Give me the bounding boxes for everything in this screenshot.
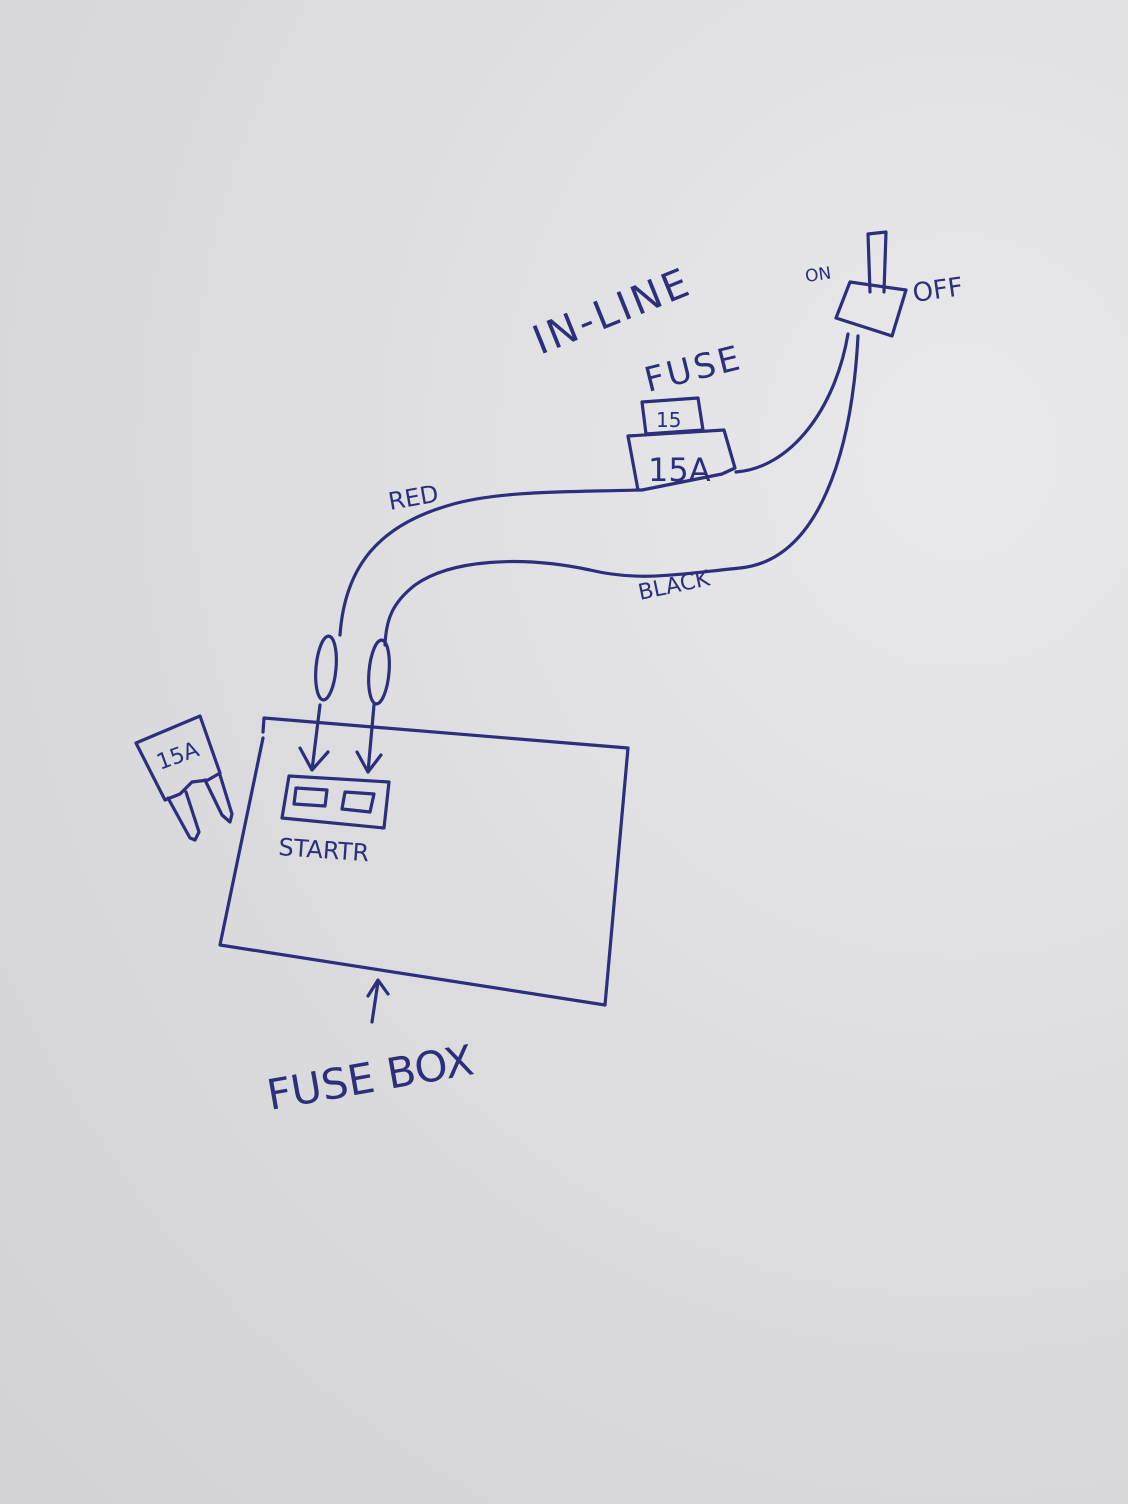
red-wire (338, 332, 850, 637)
inline-fuse-label-2: FUSE (641, 338, 747, 401)
arrow-down-icon (355, 703, 383, 774)
inline-fuse-body-label: 15A (648, 451, 711, 489)
black-wire-label: BLACK (636, 566, 712, 606)
arrow-down-icon (298, 703, 330, 772)
inline-fuse: 15 15A (626, 396, 737, 492)
red-wire-pin (314, 634, 338, 702)
switch-body (834, 280, 908, 338)
loose-fuse: 15A (134, 714, 234, 842)
toggle-switch (834, 230, 908, 338)
switch-lever (866, 230, 888, 294)
black-wire-pin (367, 638, 391, 706)
loose-fuse-label: 15A (154, 737, 203, 775)
switch-off-label: OFF (911, 272, 965, 309)
arrow-up-icon (366, 978, 390, 1024)
black-wire (383, 334, 860, 647)
starter-slot-label: STARTR (278, 833, 370, 867)
inline-fuse-label-1: IN-LINE (527, 259, 699, 364)
switch-on-label: ON (804, 264, 833, 287)
inline-fuse-top-label: 15 (656, 408, 681, 432)
fuse-box-label: FUSE BOX (263, 1035, 477, 1119)
starter-slot (280, 774, 391, 830)
fuse-box (218, 716, 630, 1007)
